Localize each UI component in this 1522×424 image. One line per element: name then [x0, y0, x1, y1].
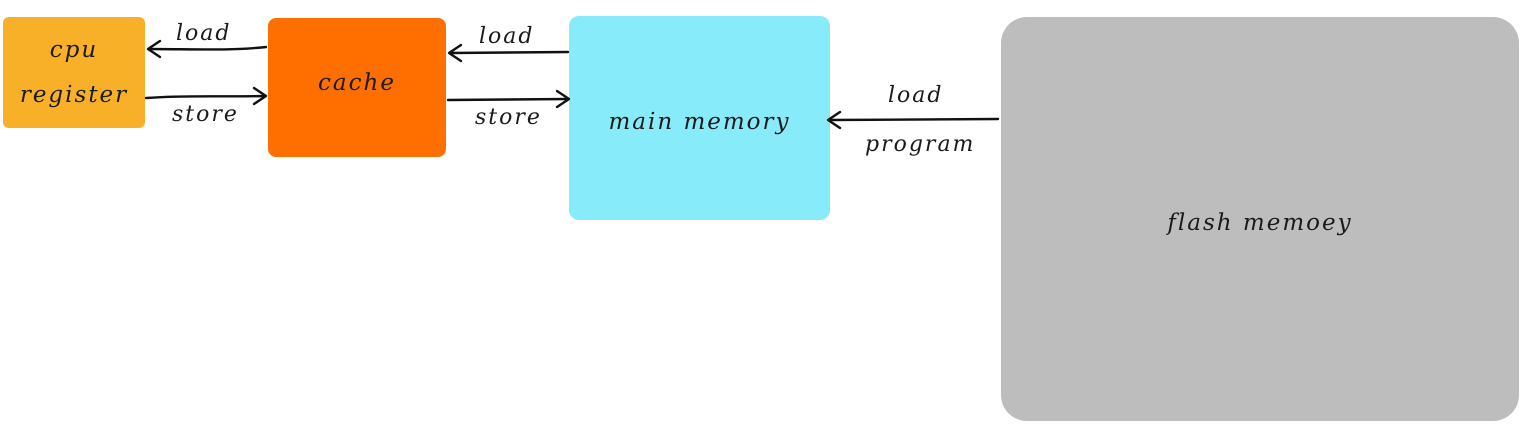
main-memory-node: main memory [569, 16, 830, 220]
cache-node: cache [268, 18, 446, 157]
flash-memory-node: flash memoey [1001, 17, 1519, 421]
cpu-label-line1: cpu [49, 36, 99, 63]
edge-label-cpu-to-cache: store [172, 102, 239, 127]
cpu-register-node: cpu register [3, 17, 145, 128]
main-memory-label: main memory [608, 108, 791, 135]
edge-label-cache-to-cpu: load [176, 21, 232, 46]
edge-label-flash-program: program [865, 132, 976, 157]
flash-memory-label: flash memoey [1167, 209, 1353, 236]
arrow-flash-to-main [826, 110, 1000, 130]
cpu-label-line2: register [19, 81, 129, 108]
edge-label-main-to-cache: load [479, 24, 535, 49]
edge-label-cache-to-main: store [475, 105, 542, 130]
cache-label: cache [318, 70, 396, 96]
edge-label-flash-load: load [888, 83, 944, 108]
